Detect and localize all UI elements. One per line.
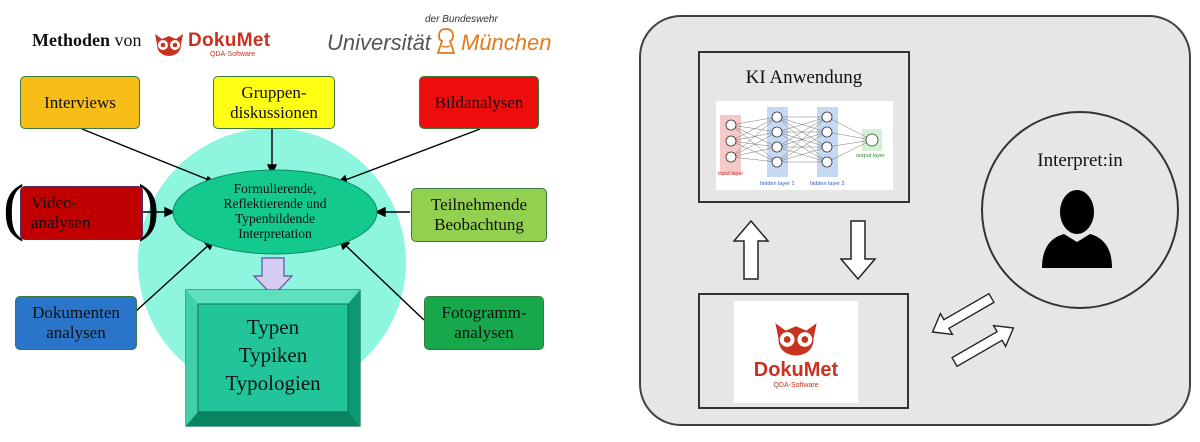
interpretation-ellipse — [172, 169, 378, 255]
result-box-frame — [185, 289, 361, 427]
dokumet-logo-subtitle: QDA-Software — [773, 382, 819, 389]
ki-title: KI Anwendung — [745, 67, 863, 88]
person-silhouette-icon — [1042, 190, 1112, 268]
box-dokumentenanalysen: Dokumenten analysen — [15, 296, 137, 350]
box-videoanalysen: Video- analysen — [20, 186, 143, 240]
line-fotogramm — [341, 241, 425, 321]
title-methods: Methoden — [32, 30, 110, 50]
interpretation-text: Formulierende, Reflektierende und Typenb… — [223, 181, 327, 241]
logo-subtitle: QDA-Software — [210, 51, 256, 58]
result-text: Typen Typiken Typologien — [225, 315, 321, 395]
label-interviews: Interviews — [44, 92, 116, 112]
monk-emblem-icon — [436, 28, 456, 54]
university-top: der Bundeswehr — [425, 14, 498, 25]
paren-left: ( — [3, 171, 25, 242]
label-bildanalysen: Bildanalysen — [434, 92, 524, 112]
dokumet-logo-panel: DokuMet QDA-Software — [734, 301, 858, 403]
nn-hidden1-label: hidden layer 1 — [760, 181, 795, 187]
label-dokumentenanalysen: Dokumenten analysen — [32, 303, 120, 342]
diagram-graphics — [81, 128, 481, 427]
box-teilnehmende: Teilnehmende Beobachtung — [411, 188, 547, 242]
dokumet-logo-name: DokuMet — [753, 359, 839, 381]
nn-hidden2-label: hidden layer 2 — [810, 181, 845, 187]
university-left: Universität — [327, 30, 431, 55]
arrowhead-gruppen — [266, 164, 278, 176]
arrowhead-video — [164, 206, 176, 218]
box-bildanalysen: Bildanalysen — [419, 76, 539, 129]
line-dokumenten — [134, 241, 213, 313]
line-bild — [339, 128, 481, 183]
dokumet-logo-header: DokuMet QDA-Software — [152, 30, 274, 60]
logo-name: DokuMet — [188, 30, 271, 51]
label-gruppendiskussionen: Gruppen- diskussionen — [230, 82, 318, 122]
nn-input-label: input layer — [718, 171, 744, 177]
box-interviews: Interviews — [20, 76, 140, 129]
down-arrow-icon — [839, 220, 877, 281]
title-von: von — [114, 30, 142, 50]
university-right: München — [461, 30, 552, 55]
line-interviews — [81, 128, 215, 183]
owl-icon — [155, 34, 183, 56]
owl-icon — [775, 323, 817, 356]
arrowhead-teilnehmende — [374, 206, 386, 218]
label-videoanalysen: Video- analysen — [31, 193, 91, 232]
interpreter-label: Interpret:in — [1037, 150, 1123, 171]
exchange-arrows-icon — [931, 292, 1015, 368]
paren-right: ) — [138, 171, 160, 242]
nn-output-label: output layer — [856, 153, 885, 159]
university-logo: der Bundeswehr Universität München — [325, 14, 555, 60]
neural-network-image: input layer hidden layer 1 hidden layer … — [716, 101, 893, 190]
label-teilnehmende: Teilnehmende Beobachtung — [430, 195, 528, 234]
box-fotogramm: Fotogramm- analysen — [424, 296, 544, 350]
neural-network-icon — [720, 107, 882, 177]
box-gruppendiskussionen: Gruppen- diskussionen — [213, 76, 335, 129]
down-arrow-icon — [252, 257, 294, 298]
label-fotogramm: Fotogramm- analysen — [441, 303, 527, 342]
up-arrow-icon — [732, 219, 770, 280]
diagram-title: Methoden von — [32, 30, 142, 51]
